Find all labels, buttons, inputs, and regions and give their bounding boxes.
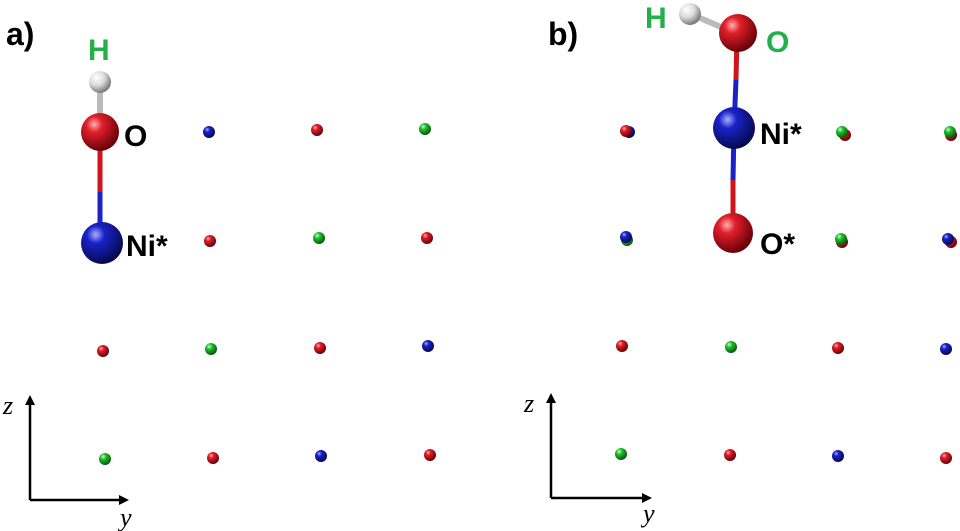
panel-b-lattice: [615, 125, 957, 464]
lattice-atom-o: [97, 345, 109, 357]
lattice-atom-o: [207, 452, 219, 464]
hydrogen-atom: [89, 71, 111, 93]
lattice-atom-o: [940, 452, 952, 464]
lattice-atom-ni: [620, 231, 632, 243]
lattice-atom-green: [944, 126, 956, 138]
oxygen-atom: [81, 113, 119, 151]
atom-label-o: O: [124, 120, 147, 153]
lattice-atom-ni: [942, 233, 954, 245]
lattice-atom-green: [99, 453, 111, 465]
lattice-atom-o: [832, 342, 844, 354]
lattice-atom-o: [421, 232, 433, 244]
y-axis-label: y: [640, 499, 655, 528]
atom-label-h: H: [88, 34, 110, 67]
lattice-atom-ni: [422, 340, 434, 352]
lattice-atom-green: [835, 233, 847, 245]
nickel-atom: [81, 222, 123, 264]
lattice-atom-green: [615, 448, 627, 460]
lattice-atom-green: [205, 343, 217, 355]
atom-label-o-star: O*: [760, 228, 795, 261]
panel-a: a) H O Ni*: [2, 16, 436, 531]
atom-label-ni: Ni*: [126, 230, 168, 263]
z-axis-label: z: [2, 391, 13, 420]
nickel-atom: [713, 107, 755, 149]
lattice-atom-o: [314, 342, 326, 354]
oxygen-star-atom: [713, 213, 753, 253]
lattice-atom-o: [311, 124, 323, 136]
lattice-atom-green: [313, 232, 325, 244]
lattice-atom-green: [836, 126, 848, 138]
lattice-atom-o: [620, 125, 632, 137]
lattice-atom-o: [424, 449, 436, 461]
lattice-atom-green: [419, 123, 431, 135]
z-axis-label: z: [523, 389, 534, 418]
atom-label-o: O: [766, 26, 789, 59]
atom-label-h: H: [645, 2, 667, 35]
panel-b: b) H O Ni* O*: [523, 2, 957, 528]
lattice-atom-ni: [203, 126, 215, 138]
lattice-atom-ni: [832, 450, 844, 462]
lattice-atom-ni: [940, 343, 952, 355]
oxygen-atom: [719, 14, 757, 52]
lattice-atom-green: [725, 341, 737, 353]
panel-a-lattice: [97, 123, 436, 465]
lattice-atom-o: [724, 449, 736, 461]
atom-label-ni: Ni*: [760, 118, 802, 151]
lattice-atom-ni: [315, 450, 327, 462]
hydrogen-atom: [679, 3, 701, 25]
panel-b-label: b): [548, 16, 578, 52]
panel-a-axes: z y: [2, 391, 132, 531]
panel-b-axes: z y: [523, 389, 655, 528]
lattice-atom-o: [204, 235, 216, 247]
lattice-atom-o: [616, 340, 628, 352]
y-axis-label: y: [117, 503, 132, 531]
panel-a-label: a): [6, 16, 34, 52]
